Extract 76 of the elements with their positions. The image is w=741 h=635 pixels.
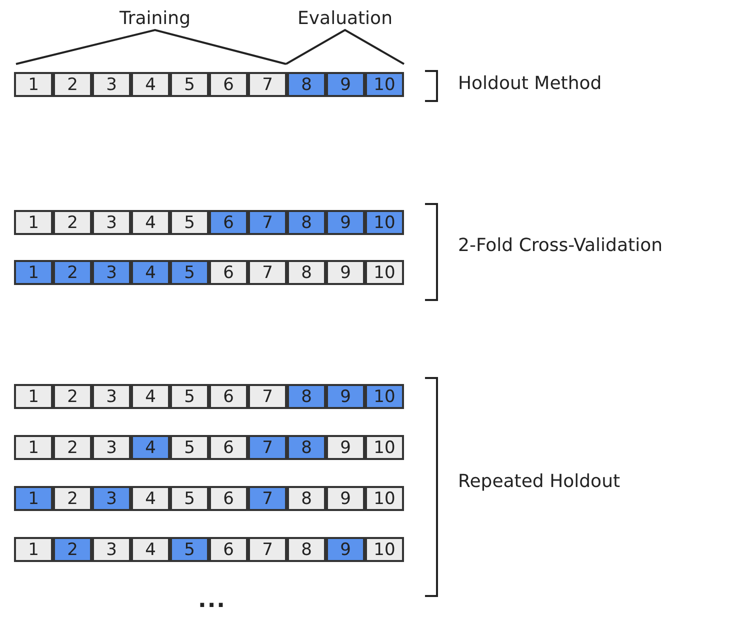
bracket-label: Training: [119, 8, 191, 29]
fold-cell: 8: [287, 486, 326, 511]
fold-cell: 1: [14, 210, 53, 235]
fold-cell: 2: [53, 486, 92, 511]
fold-cell: 3: [92, 486, 131, 511]
fold-cell: 7: [248, 435, 287, 460]
fold-cell: 10: [365, 435, 404, 460]
fold-cell: 7: [248, 537, 287, 562]
fold-cell: 6: [209, 72, 248, 97]
fold-cell: 2: [53, 435, 92, 460]
fold-cell: 9: [326, 486, 365, 511]
fold-cell: 8: [287, 210, 326, 235]
fold-cell: 4: [131, 384, 170, 409]
fold-cell: 8: [287, 537, 326, 562]
fold-cell: 3: [92, 384, 131, 409]
fold-cell: 7: [248, 72, 287, 97]
method-label: Repeated Holdout: [458, 471, 620, 492]
fold-cell: 9: [326, 210, 365, 235]
fold-cell: 7: [248, 260, 287, 285]
fold-cell: 5: [170, 384, 209, 409]
fold-cell: 6: [209, 537, 248, 562]
method-label: 2-Fold Cross-Validation: [458, 235, 662, 256]
fold-cell: 1: [14, 537, 53, 562]
fold-cell: 10: [365, 537, 404, 562]
fold-cell: 2: [53, 210, 92, 235]
fold-cell: 5: [170, 486, 209, 511]
fold-cell: 10: [365, 486, 404, 511]
fold-cell: 6: [209, 435, 248, 460]
fold-cell: 2: [53, 384, 92, 409]
fold-cell: 7: [248, 210, 287, 235]
fold-cell: 3: [92, 260, 131, 285]
fold-cell: 3: [92, 435, 131, 460]
fold-cell: 10: [365, 210, 404, 235]
fold-cell: 2: [53, 537, 92, 562]
fold-cell: 2: [53, 260, 92, 285]
fold-cell: 5: [170, 210, 209, 235]
fold-cell: 4: [131, 537, 170, 562]
fold-cell: 7: [248, 486, 287, 511]
ellipsis: ...: [198, 588, 226, 613]
fold-cell: 9: [326, 260, 365, 285]
fold-cell: 1: [14, 72, 53, 97]
fold-cell: 9: [326, 384, 365, 409]
fold-cell: 5: [170, 435, 209, 460]
fold-cell: 7: [248, 384, 287, 409]
fold-cell: 10: [365, 72, 404, 97]
fold-cell: 4: [131, 435, 170, 460]
fold-cell: 5: [170, 260, 209, 285]
fold-cell: 2: [53, 72, 92, 97]
fold-cell: 6: [209, 260, 248, 285]
fold-cell: 3: [92, 210, 131, 235]
fold-cell: 1: [14, 435, 53, 460]
fold-cell: 9: [326, 72, 365, 97]
fold-cell: 6: [209, 486, 248, 511]
fold-cell: 5: [170, 537, 209, 562]
fold-cell: 3: [92, 72, 131, 97]
fold-cell: 10: [365, 384, 404, 409]
fold-cell: 4: [131, 210, 170, 235]
bracket-label: Evaluation: [298, 8, 392, 29]
fold-cell: 8: [287, 260, 326, 285]
fold-cell: 6: [209, 384, 248, 409]
fold-cell: 8: [287, 435, 326, 460]
fold-cell: 8: [287, 384, 326, 409]
fold-cell: 8: [287, 72, 326, 97]
method-label: Holdout Method: [458, 73, 602, 94]
fold-cell: 10: [365, 260, 404, 285]
fold-cell: 1: [14, 384, 53, 409]
fold-cell: 4: [131, 486, 170, 511]
fold-cell: 4: [131, 72, 170, 97]
fold-cell: 6: [209, 210, 248, 235]
fold-cell: 4: [131, 260, 170, 285]
fold-cell: 1: [14, 486, 53, 511]
fold-cell: 9: [326, 435, 365, 460]
fold-cell: 5: [170, 72, 209, 97]
fold-cell: 1: [14, 260, 53, 285]
fold-cell: 3: [92, 537, 131, 562]
fold-cell: 9: [326, 537, 365, 562]
